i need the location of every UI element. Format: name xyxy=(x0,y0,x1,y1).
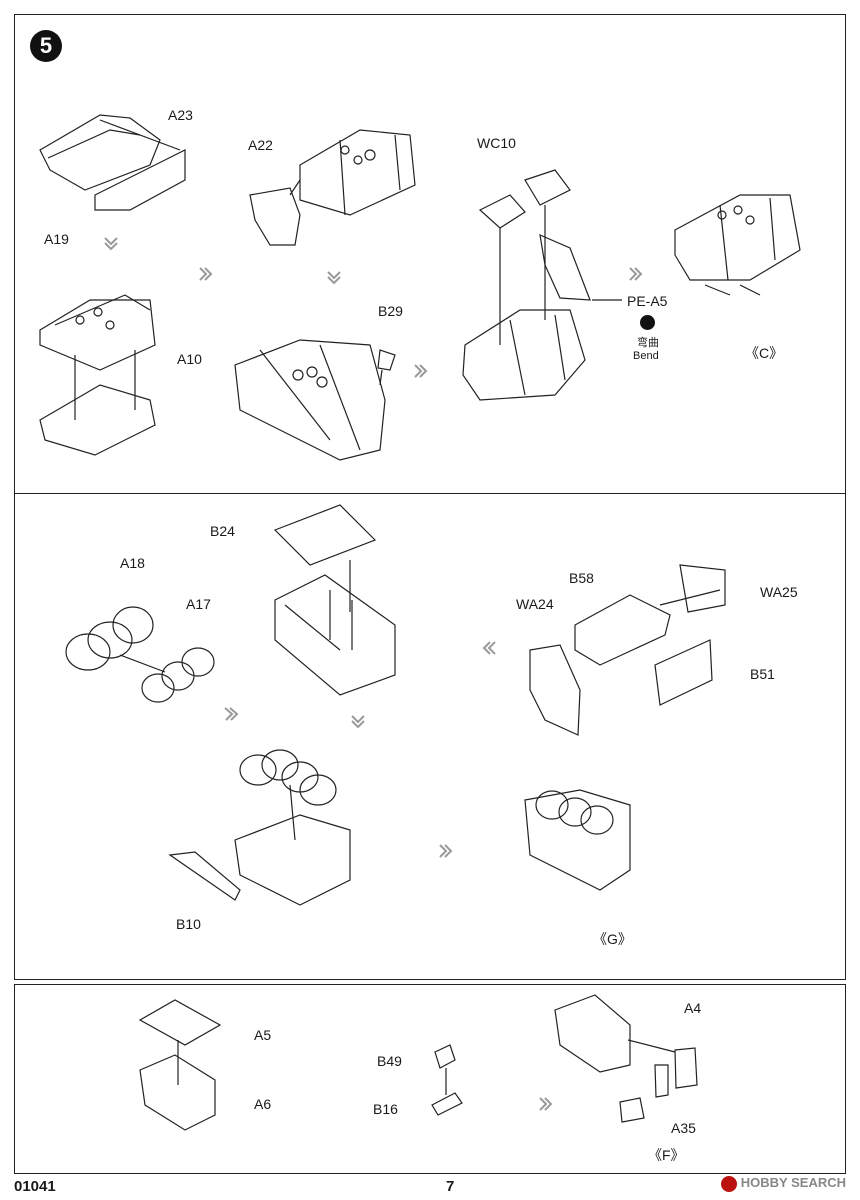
label-b10: B10 xyxy=(176,916,201,932)
watermark-logo-icon xyxy=(720,1176,737,1192)
watermark-text: HOBBY SEARCH xyxy=(740,1175,846,1191)
product-code: 01041 xyxy=(14,1178,56,1195)
label-a4: A4 xyxy=(684,1000,702,1016)
label-f-assembly: 《F》 xyxy=(648,1147,685,1163)
step-panel-top xyxy=(14,14,846,494)
part-a17-a18-wheels-drawing xyxy=(65,606,215,703)
label-wa24: WA24 xyxy=(516,596,554,612)
label-pe-a5: PE-A5 xyxy=(627,293,668,309)
part-a10-drawing xyxy=(39,294,156,456)
part-b24-box-drawing xyxy=(273,504,396,696)
left-arrow-1 xyxy=(482,641,496,655)
label-bend: Bend xyxy=(633,350,659,362)
label-g-assembly: 《G》 xyxy=(593,931,632,947)
label-a22: A22 xyxy=(248,137,273,153)
part-a5-a6-drawing xyxy=(138,999,222,1131)
part-b10-assembly-drawing xyxy=(168,749,351,906)
part-wc10-pea5-drawing xyxy=(462,169,622,401)
page-number: 7 xyxy=(446,1178,455,1195)
label-a10: A10 xyxy=(177,351,202,367)
right-arrow-5 xyxy=(539,1097,553,1111)
label-b16: B16 xyxy=(373,1101,398,1117)
part-f-assembly-drawing xyxy=(554,994,698,1123)
part-b58-wa25-wa24-b51-drawing xyxy=(529,564,726,736)
part-g-assembly-drawing xyxy=(524,789,631,891)
label-a5: A5 xyxy=(254,1027,272,1043)
label-a6: A6 xyxy=(254,1096,272,1112)
part-a23-a19-drawing xyxy=(39,114,186,211)
right-arrow-2 xyxy=(414,364,428,378)
label-bend-cn: 弯曲 xyxy=(637,337,659,349)
watermark: HOBBY SEARCH xyxy=(720,1175,846,1192)
part-b29-tank-drawing xyxy=(234,339,396,461)
label-a35: A35 xyxy=(671,1120,696,1136)
label-b24: B24 xyxy=(210,523,235,539)
step-panel-bottom xyxy=(14,984,846,1174)
down-arrow-2 xyxy=(327,271,341,285)
step-number-badge: 5 xyxy=(30,30,62,62)
part-c-assembly-drawing xyxy=(674,194,801,296)
label-b51: B51 xyxy=(750,666,775,682)
label-a18: A18 xyxy=(120,555,145,571)
bend-icon xyxy=(640,315,655,330)
label-wa25: WA25 xyxy=(760,584,798,600)
right-arrow-3 xyxy=(629,267,643,281)
part-b49-b16-drawing xyxy=(431,1044,463,1116)
down-arrow-1 xyxy=(104,237,118,251)
right-arrow-4 xyxy=(439,844,453,858)
step-panel-middle xyxy=(14,494,846,980)
label-c-assembly: 《C》 xyxy=(745,345,784,361)
down-arrow-3 xyxy=(351,715,365,729)
part-a22-tank-drawing xyxy=(249,129,416,246)
label-wc10: WC10 xyxy=(477,135,516,151)
label-a19: A19 xyxy=(44,231,69,247)
label-a17: A17 xyxy=(186,596,211,612)
right-arrow-1 xyxy=(199,267,213,281)
label-a23: A23 xyxy=(168,107,193,123)
label-b29: B29 xyxy=(378,303,403,319)
label-b58: B58 xyxy=(569,570,594,586)
label-b49: B49 xyxy=(377,1053,402,1069)
diag-arrow-2 xyxy=(224,707,239,721)
